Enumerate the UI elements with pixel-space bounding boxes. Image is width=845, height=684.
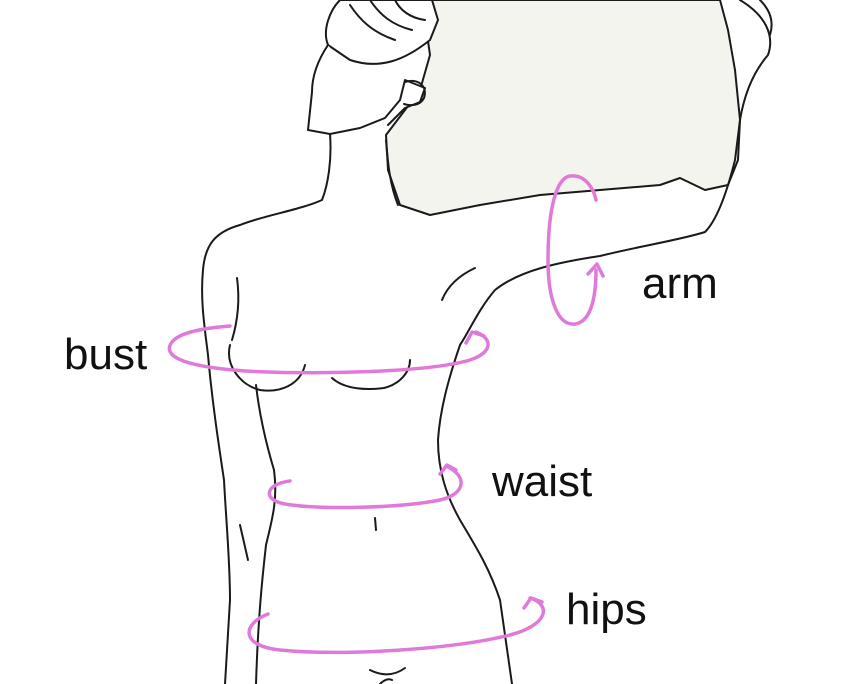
hips-measure-loop xyxy=(247,596,546,655)
waist-measure-loop xyxy=(267,464,463,510)
bust-label: bust xyxy=(64,330,148,379)
arm-measure-arrow xyxy=(586,262,605,278)
waist-label: waist xyxy=(492,457,593,506)
hips-label: hips xyxy=(566,585,647,634)
measurement-loops xyxy=(167,174,605,655)
waist-measure-arrow xyxy=(438,463,458,476)
figure-outline xyxy=(201,0,773,684)
hair-bun xyxy=(324,0,439,65)
face-outline xyxy=(307,44,426,135)
bust-measure-arrow xyxy=(464,330,486,345)
hips-measure-arrow xyxy=(522,596,544,610)
hair-shape xyxy=(385,0,741,216)
arm-label: arm xyxy=(642,259,718,308)
arm-measure-loop xyxy=(546,174,598,326)
bust-measure-loop xyxy=(167,324,490,375)
